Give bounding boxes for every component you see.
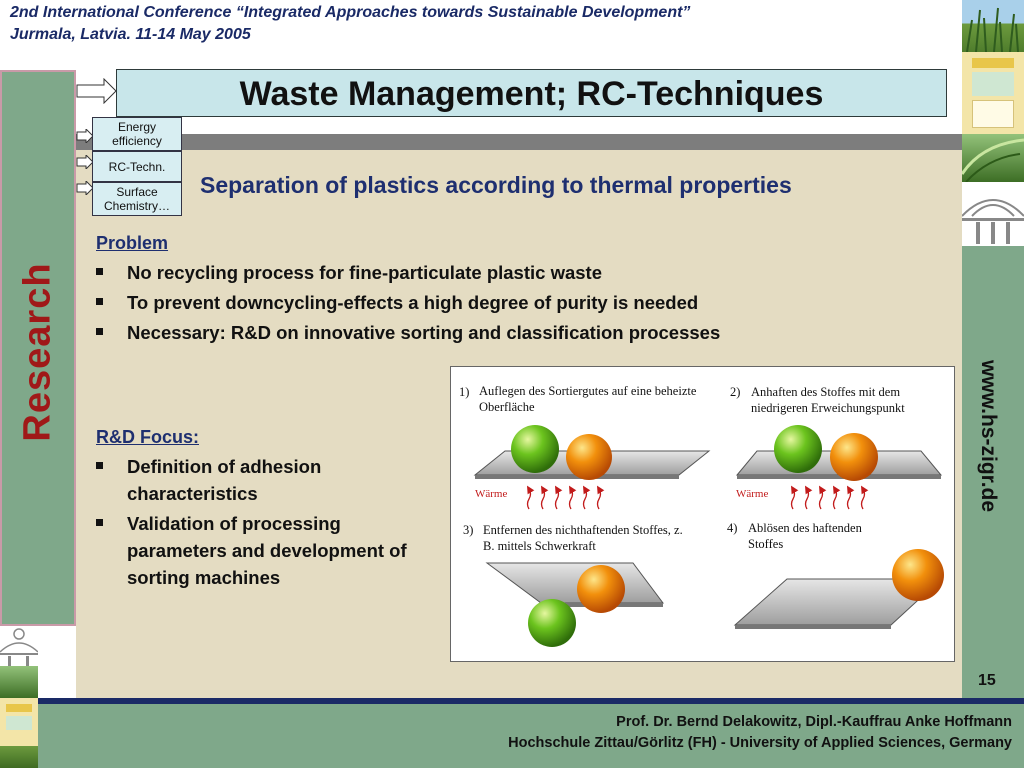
- bullet-icon: [96, 298, 103, 305]
- bullet-icon: [96, 328, 103, 335]
- focus-bullet: Definition of adhesion characteristics: [96, 453, 417, 507]
- problem-heading: Problem: [96, 233, 169, 253]
- problem-bullet: Necessary: R&D on innovative sorting and…: [96, 319, 937, 346]
- conference-title: 2nd International Conference “Integrated…: [10, 4, 691, 21]
- conference-location: Jurmala, Latvia. 11-14 May 2005: [10, 26, 251, 43]
- logo-tile: [962, 182, 1024, 246]
- heat-label: Wärme: [736, 488, 769, 500]
- footer-band: [38, 704, 1024, 768]
- tab-arrow-icon: [76, 129, 94, 143]
- slide-title: Waste Management; RC-Techniques: [116, 69, 947, 117]
- brochure-tile: [962, 52, 1024, 134]
- step-caption: Anhaften des Stoffes mit dem niedrigeren…: [751, 385, 905, 415]
- tab-arrow-icon: [76, 181, 94, 195]
- tab-energy-efficiency[interactable]: Energy efficiency: [92, 117, 182, 151]
- footer-divider: [38, 698, 1024, 704]
- title-underband: [76, 134, 962, 150]
- step-number: 3): [463, 523, 474, 537]
- slide-subtitle: Separation of plastics according to ther…: [200, 172, 792, 198]
- bullet-icon: [96, 268, 103, 275]
- tab-surface-chemistry[interactable]: Surface Chemistry…: [92, 182, 182, 216]
- page-number: 15: [978, 672, 996, 689]
- website-label[interactable]: www.hs-zigr.de: [977, 359, 1000, 513]
- tab-rc-techn[interactable]: RC-Techn.: [92, 151, 182, 182]
- step-caption: Entfernen des nichthaftenden Stoffes, z.…: [483, 523, 683, 553]
- research-label: Research: [16, 262, 59, 442]
- heat-label: Wärme: [475, 488, 508, 500]
- tilted-plate-panel-4: [733, 549, 944, 629]
- separation-diagram: 1) Auflegen des Sortiergutes auf eine be…: [450, 366, 955, 662]
- right-green-strip: [962, 246, 1024, 698]
- heated-plate-panel-1: [473, 425, 711, 510]
- step-number: 2): [730, 385, 741, 399]
- problem-bullet: To prevent downcycling-effects a high de…: [96, 289, 937, 316]
- tilted-plate-panel-3: [485, 562, 664, 647]
- step-caption: Ablösen des haftenden Stoffes: [748, 521, 862, 551]
- left-green-strip: [0, 70, 76, 626]
- focus-heading: R&D Focus:: [96, 427, 199, 447]
- bullet-icon: [96, 462, 103, 469]
- title-arrow-icon: [76, 78, 117, 104]
- footer-institution: Hochschule Zittau/Görlitz (FH) - Univers…: [508, 735, 1012, 751]
- brochure-small-tile: [0, 698, 38, 746]
- step-number: 4): [727, 521, 738, 535]
- grass-small-tile: [0, 746, 38, 768]
- problem-bullet: No recycling process for fine-particulat…: [96, 259, 937, 286]
- step-number: 1): [459, 385, 470, 399]
- footer-authors: Prof. Dr. Bernd Delakowitz, Dipl.-Kauffr…: [616, 714, 1012, 730]
- grass-photo-tile: [962, 0, 1024, 52]
- leaf-photo-tile: [962, 134, 1024, 182]
- step-caption: Auflegen des Sortiergutes auf eine behei…: [479, 384, 697, 414]
- leaf-small-tile: [0, 666, 38, 698]
- tab-arrow-icon: [76, 155, 94, 169]
- focus-bullet: Validation of processing parameters and …: [96, 510, 445, 591]
- bullet-icon: [96, 519, 103, 526]
- logo-small-tile: [0, 626, 38, 666]
